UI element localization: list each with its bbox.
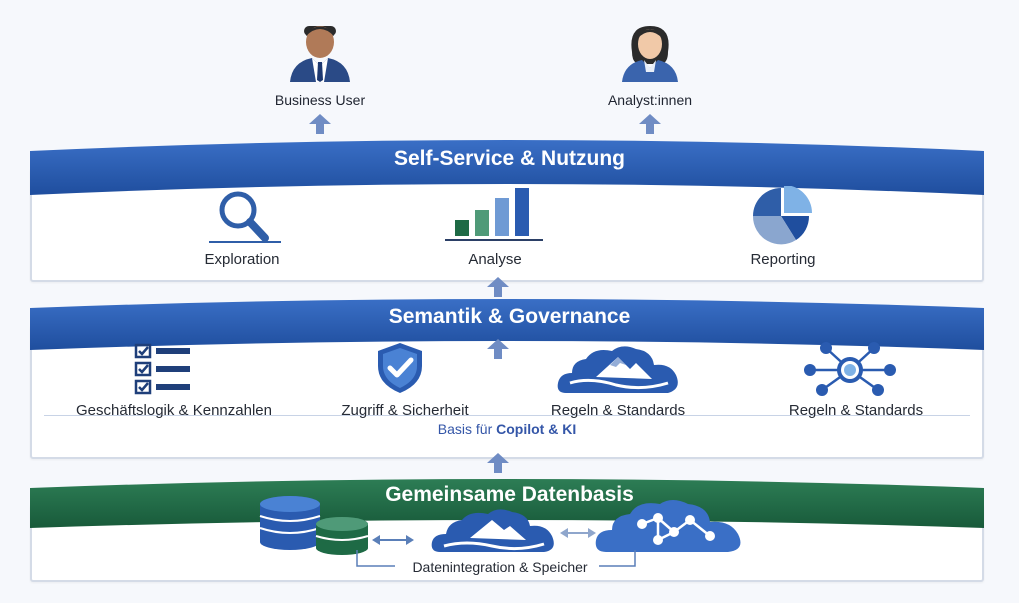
integration-bracket <box>356 550 636 567</box>
cloud-mountain-icon <box>557 346 678 393</box>
network-node-icon <box>804 342 896 396</box>
basis-caption: Basis für Copilot & KI <box>32 421 982 437</box>
rules-standards-label-2: Regeln & Standards <box>788 402 924 419</box>
pie-chart-icon <box>752 186 812 245</box>
up-arrow-icon <box>487 453 509 473</box>
cloud-network-icon <box>595 500 741 552</box>
business-user-label: Business User <box>274 92 366 108</box>
checklist-icon <box>134 343 190 395</box>
analyse-label: Analyse <box>468 251 522 268</box>
up-arrow-icon <box>487 277 509 297</box>
basis-prefix: Basis für <box>437 421 497 437</box>
shield-check-icon <box>378 343 422 393</box>
up-arrow-icon <box>487 339 509 359</box>
bidirectional-arrow-icon <box>372 535 414 545</box>
business-user-figure: Business User <box>240 22 400 122</box>
basis-divider <box>44 415 970 416</box>
governance-title: Semantik & Governance <box>388 305 631 328</box>
magnifier-icon <box>209 191 281 243</box>
analyst-figure: Analyst:innen <box>570 22 730 122</box>
access-security-label: Zugriff & Sicherheit <box>341 402 469 419</box>
cloud-mountain-icon <box>431 509 554 552</box>
analyst-label: Analyst:innen <box>607 92 693 108</box>
rules-standards-label-1: Regeln & Standards <box>550 402 686 419</box>
integration-caption: Datenintegration & Speicher <box>412 559 588 575</box>
data-foundation-title: Gemeinsame Datenbasis <box>385 483 634 506</box>
business-user-icon <box>290 26 350 82</box>
business-logic-label: Geschäftslogik & Kennzahlen <box>76 402 272 419</box>
self-service-title: Self-Service & Nutzung <box>393 147 626 170</box>
reporting-label: Reporting <box>750 251 816 268</box>
up-arrow-icon <box>639 114 661 134</box>
analyst-icon <box>622 26 678 82</box>
database-icon <box>259 496 369 555</box>
basis-bold: Copilot & KI <box>496 421 577 437</box>
exploration-label: Exploration <box>204 251 280 268</box>
up-arrow-icon <box>309 114 331 134</box>
bidirectional-arrow-icon <box>560 528 596 538</box>
governance-band <box>30 299 984 350</box>
bar-chart-icon <box>445 188 543 241</box>
self-service-band <box>30 140 984 195</box>
